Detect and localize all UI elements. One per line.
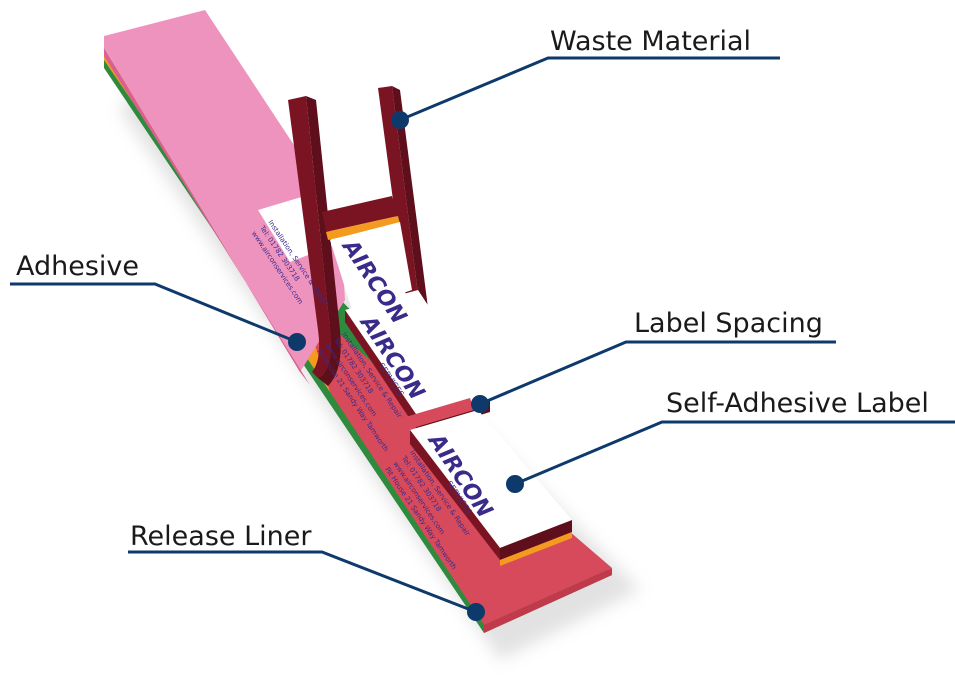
callout-release-liner: Release Liner — [128, 521, 485, 621]
waste-crossbar-adhesive — [326, 216, 400, 240]
callout-waste-material: Waste Material — [391, 26, 780, 129]
svg-text:Label Spacing: Label Spacing — [634, 308, 823, 339]
svg-text:Self-Adhesive Label: Self-Adhesive Label — [666, 388, 929, 419]
callout-self-adhesive-label: Self-Adhesive Label — [506, 388, 955, 493]
release-liner-edge — [484, 568, 612, 633]
svg-text:Waste Material: Waste Material — [550, 26, 751, 57]
waste-strip-right-shade — [392, 86, 428, 310]
self-adhesive-label-front — [410, 410, 572, 566]
svg-text:Adhesive: Adhesive — [16, 251, 139, 282]
waste-strip-left-shade — [306, 96, 341, 386]
callout-adhesive: Adhesive — [10, 251, 306, 351]
waste-matrix-flat — [104, 10, 345, 372]
waste-strip-left — [288, 96, 331, 378]
label-spacing-gap — [402, 398, 474, 430]
callout-label-spacing: Label Spacing — [471, 308, 836, 413]
label-middle-top — [330, 222, 412, 310]
waste-strip-right — [378, 86, 420, 312]
svg-text:Release Liner: Release Liner — [130, 521, 312, 552]
waste-crossbar — [322, 196, 398, 232]
